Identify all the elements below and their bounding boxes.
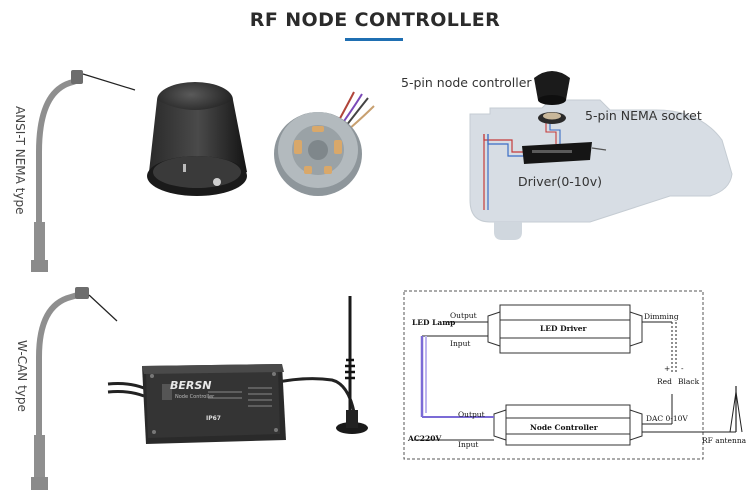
wire-label-black: Black <box>678 377 700 386</box>
wire-label-led-lamp: LED Lamp <box>412 318 456 327</box>
node-controller-device-photo <box>147 82 247 196</box>
wcan-controller-box-photo <box>107 296 368 444</box>
wire-label-rf-antenna: RF antenna <box>702 436 747 445</box>
callout-driver: Driver(0-10v) <box>518 174 602 189</box>
wire-label-dimming: Dimming <box>644 312 679 321</box>
callout-nema-socket: 5-pin NEMA socket <box>585 108 702 123</box>
street-pole-bottom-illustration <box>31 287 118 490</box>
ip-rating-label: IP67 <box>206 415 221 422</box>
title-underline <box>345 38 403 41</box>
callout-node-controller: 5-pin node controller <box>401 75 532 90</box>
wire-label-output-bottom: Output <box>458 410 485 419</box>
brand-logo: BERSN <box>170 379 212 392</box>
nema-socket-photo <box>274 91 375 196</box>
polarity-minus: - <box>681 364 684 373</box>
wire-label-red: Red <box>657 377 672 386</box>
wire-label-input-bottom: Input <box>458 440 479 449</box>
wire-label-ac220v: AC220V <box>408 434 442 443</box>
polarity-plus: + <box>664 364 671 373</box>
box-label-node-controller: Node Controller <box>530 423 598 432</box>
wire-label-input-top: Input <box>450 339 471 348</box>
wire-label-output-top: Output <box>450 311 477 320</box>
page-title: RF NODE CONTROLLER <box>249 9 501 31</box>
luminaire-cutaway-illustration <box>469 71 733 240</box>
street-pole-top-illustration <box>31 70 136 272</box>
product-model-label: Node Controller <box>175 394 215 400</box>
wire-label-dac: DAC 0-10V <box>646 414 688 423</box>
box-label-led-driver: LED Driver <box>540 324 587 333</box>
